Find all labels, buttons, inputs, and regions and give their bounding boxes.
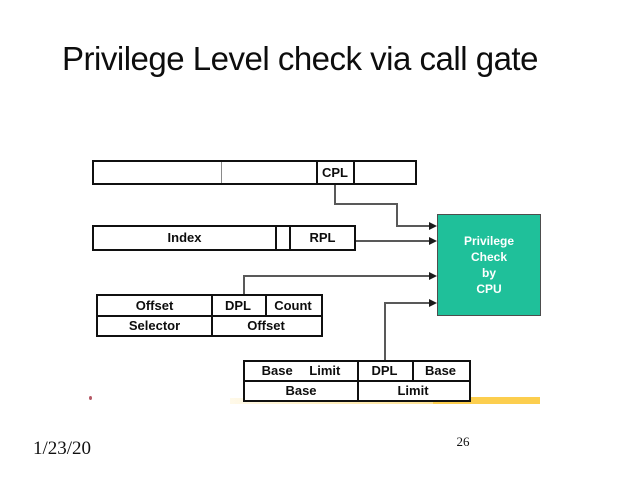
descriptor-box: Base Limit DPL Base Base Limit bbox=[243, 360, 471, 402]
cpl-register-box: CPL bbox=[92, 160, 417, 185]
cell-divider bbox=[265, 296, 267, 315]
row-divider bbox=[245, 380, 469, 382]
page-number: 26 bbox=[456, 434, 470, 449]
gate-selector-label: Selector bbox=[128, 318, 181, 333]
cell-divider bbox=[357, 382, 359, 400]
privilege-check-line: Privilege bbox=[463, 234, 515, 248]
yellow-highlight-bright bbox=[433, 397, 540, 404]
wire-gate-v bbox=[243, 276, 245, 295]
selector-box: Index RPL bbox=[92, 225, 356, 251]
cpl-cell-label: CPL bbox=[322, 165, 348, 180]
cell-divider bbox=[275, 227, 277, 249]
index-cell-label: Index bbox=[167, 230, 202, 245]
wire-rpl-h bbox=[356, 240, 431, 242]
descriptor-base-b-label: Base bbox=[424, 363, 457, 378]
cell-divider bbox=[353, 162, 355, 183]
arrowhead-icon bbox=[429, 222, 437, 230]
rpl-cell-label: RPL bbox=[309, 230, 336, 245]
gate-offset-low-label: Offset bbox=[247, 318, 285, 333]
cell-divider bbox=[289, 227, 291, 249]
wire-gate-h bbox=[243, 275, 431, 277]
arrowhead-icon bbox=[429, 299, 437, 307]
cell-divider bbox=[211, 296, 213, 315]
wire-cpl-v2 bbox=[396, 203, 398, 227]
row-divider bbox=[98, 315, 321, 317]
descriptor-base-a-label: Base bbox=[261, 363, 293, 378]
arrowhead-icon bbox=[429, 237, 437, 245]
wire-cpl-h1 bbox=[334, 203, 398, 205]
gate-count-label: Count bbox=[274, 298, 312, 313]
cell-divider bbox=[211, 317, 213, 335]
descriptor-limit-c-label: Limit bbox=[397, 383, 429, 398]
cell-divider bbox=[412, 362, 414, 380]
call-gate-box: Offset DPL Count Selector Offset bbox=[96, 294, 323, 337]
slide-title: Privilege Level check via call gate bbox=[62, 40, 538, 77]
red-speck-artifact bbox=[89, 396, 92, 400]
wire-cpl-v1 bbox=[334, 184, 336, 204]
privilege-check-line: CPU bbox=[476, 282, 502, 296]
descriptor-base-c-label: Base bbox=[285, 383, 317, 398]
arrowhead-icon bbox=[429, 272, 437, 280]
wire-desc-v bbox=[384, 303, 386, 361]
privilege-check-line: Check bbox=[470, 250, 508, 264]
slide-date: 1/23/20 bbox=[33, 438, 92, 459]
cell-divider bbox=[357, 362, 359, 380]
cell-divider bbox=[316, 162, 318, 183]
descriptor-dpl-label: DPL bbox=[371, 363, 398, 378]
wire-desc-h bbox=[384, 302, 431, 304]
descriptor-limit-a-label: Limit bbox=[309, 363, 341, 378]
cell-divider bbox=[221, 162, 222, 183]
gate-dpl-label: DPL bbox=[225, 298, 251, 313]
descriptor-base-limit-cell: Base Limit bbox=[245, 362, 357, 380]
wire-cpl-h2 bbox=[397, 225, 431, 227]
gate-offset-high-label: Offset bbox=[135, 298, 174, 313]
privilege-check-line: by bbox=[481, 266, 496, 280]
privilege-check-box: Privilege Check by CPU bbox=[437, 214, 541, 316]
